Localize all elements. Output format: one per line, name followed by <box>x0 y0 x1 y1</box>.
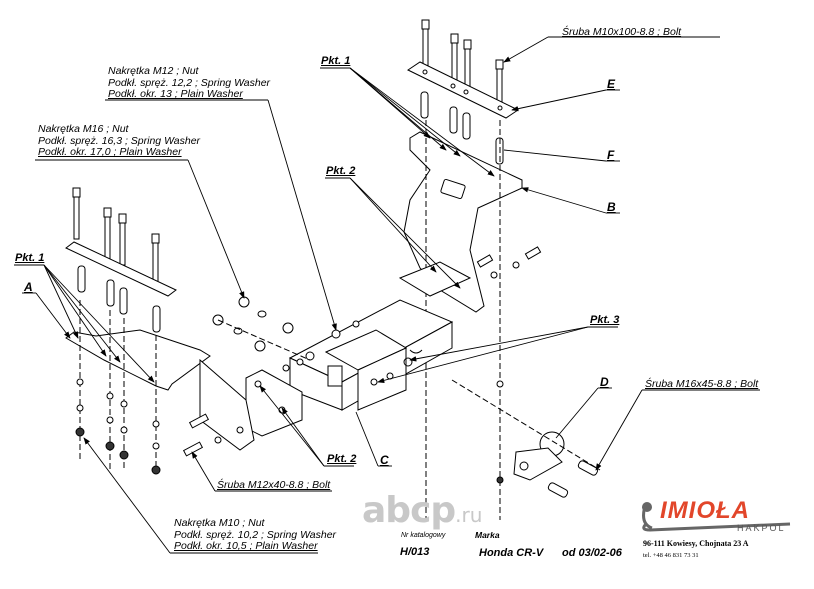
label-bolt-m12x40: Śruba M12x40-8.8 ; Bolt <box>217 479 331 491</box>
brand-model: Honda CR-V <box>479 547 544 559</box>
label-part-a: A <box>24 280 33 294</box>
left-bracket-a <box>65 187 255 475</box>
catalog-number: H/013 <box>400 546 430 558</box>
note-m16-hardware: Nakrętka M16 ; Nut Podkł. spręż. 16,3 ; … <box>38 123 201 159</box>
bolt-m10x100 <box>421 19 504 112</box>
bolt-m12x40 <box>182 413 244 457</box>
company-address: 96-111 Kowiesy, Chojnata 23 A <box>643 539 749 548</box>
label-pkt2-top: Pkt. 2 <box>326 165 356 177</box>
watermark-suffix: .ru <box>455 503 483 527</box>
company-phone: tel. +48 46 831 73 31 <box>643 552 699 559</box>
label-part-d: D <box>600 375 609 389</box>
note-m10-line-1: Nakrętka M10 ; Nut <box>174 517 265 529</box>
label-part-f: F <box>607 148 615 162</box>
watermark-text: abcp <box>362 490 456 531</box>
note-m12-line-3: Podkł. okr. 13 ; Plain Washer <box>108 88 243 100</box>
watermark: abcp.ru <box>362 490 482 531</box>
leader-lines <box>14 36 760 554</box>
note-m12-line-1: Nakrętka M12 ; Nut <box>108 65 199 77</box>
company-logo-text: IMIOŁA <box>660 497 750 524</box>
company-logo-subtitle: HAKPOL <box>737 523 786 533</box>
spacer-f <box>420 91 504 165</box>
label-pkt3: Pkt. 3 <box>590 314 620 326</box>
note-m16-line-1: Nakrętka M16 ; Nut <box>38 123 129 135</box>
tow-ball-d <box>451 379 601 498</box>
note-m16-line-3: Podkł. okr. 17,0 ; Plain Washer <box>38 146 182 158</box>
catalog-label: Nr katalogowy <box>401 532 446 539</box>
label-pkt1-left: Pkt. 1 <box>15 252 45 264</box>
label-bolt-m10x100: Śruba M10x100-8.8 ; Bolt <box>562 26 682 38</box>
label-part-b: B <box>607 200 616 214</box>
note-m10-hardware: Nakrętka M10 ; Nut Podkł. spręż. 10,2 ; … <box>174 517 337 553</box>
production-date: od 03/02-06 <box>562 547 622 559</box>
note-m12-hardware: Nakrętka M12 ; Nut Podkł. spręż. 12,2 ; … <box>108 65 271 101</box>
label-pkt1-top: Pkt. 1 <box>321 55 351 67</box>
label-pkt2-bottom: Pkt. 2 <box>327 453 357 465</box>
note-m16-line-2: Podkł. spręż. 16,3 ; Spring Washer <box>38 134 201 147</box>
note-m10-line-3: Podkł. okr. 10,5 ; Plain Washer <box>174 540 318 552</box>
company-logo-mark <box>642 502 791 532</box>
note-m12-line-2: Podkł. spręż. 12,2 ; Spring Washer <box>108 76 271 89</box>
label-bolt-m16x45: Śruba M16x45-8.8 ; Bolt <box>645 378 759 390</box>
note-m10-line-2: Podkł. spręż. 10,2 ; Spring Washer <box>174 528 337 541</box>
crossbar-c <box>288 261 472 411</box>
brand-label: Marka <box>475 530 500 540</box>
label-part-e: E <box>607 77 616 91</box>
label-part-c: C <box>380 453 389 467</box>
